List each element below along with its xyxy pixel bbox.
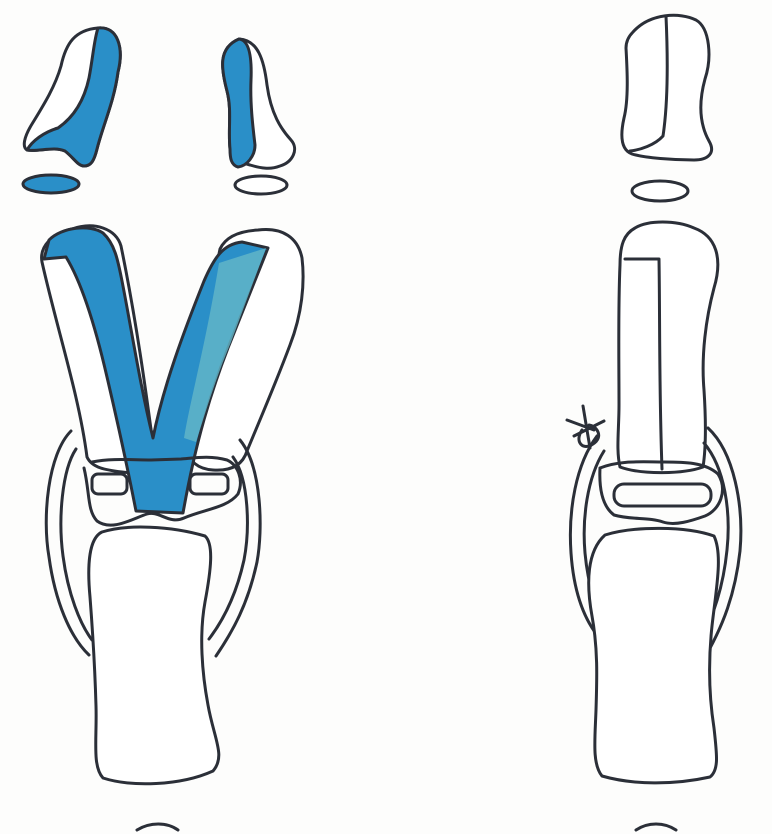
- left-proximal-phalanx: [89, 527, 219, 784]
- left-joint-left-oval: [92, 474, 127, 494]
- left-distal-right-blue-strip: [223, 39, 255, 167]
- right-bottom-cut: [636, 824, 676, 830]
- left-small-ossicle-blue: [23, 175, 79, 193]
- left-bottom-cut: [137, 824, 178, 830]
- left-joint-right-oval: [190, 474, 228, 494]
- right-suture-knot: [567, 406, 604, 448]
- right-joint-oval: [614, 484, 711, 506]
- right-small-ossicle: [632, 181, 688, 201]
- right-panel: [567, 15, 741, 830]
- left-panel: [23, 28, 303, 830]
- right-proximal-phalanx: [589, 528, 719, 783]
- left-small-ossicle-white: [235, 176, 287, 194]
